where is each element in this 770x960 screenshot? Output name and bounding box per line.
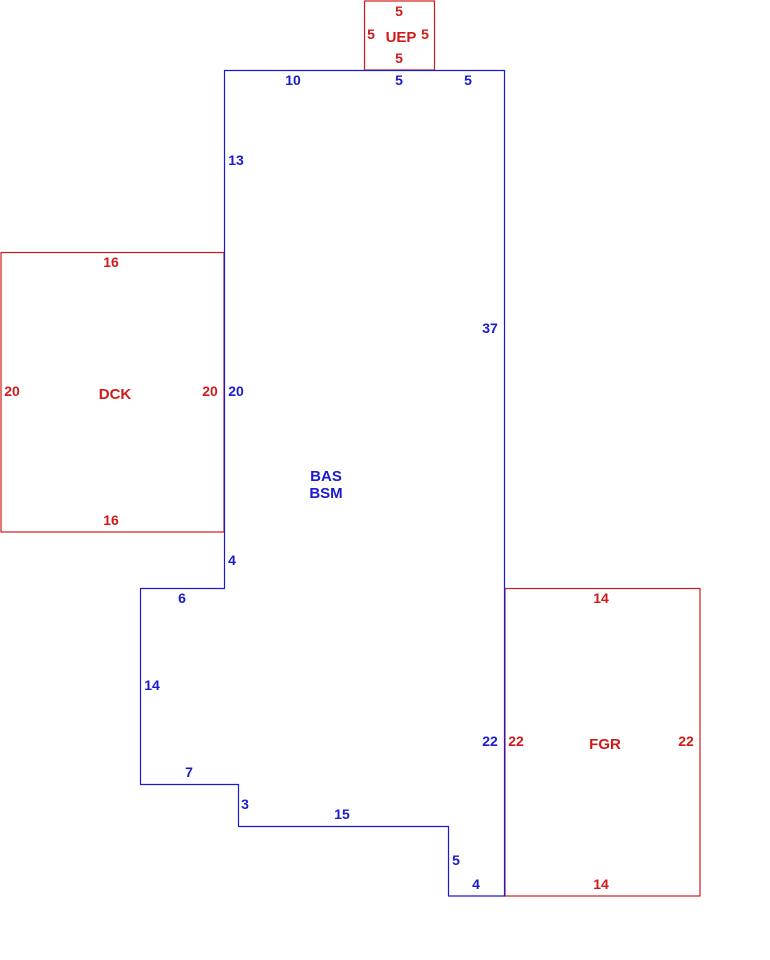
dck-bottom-dimension: 16 (103, 512, 119, 528)
main-left-middle-dimension: 20 (228, 383, 244, 399)
fgr-bottom-dimension: 14 (593, 876, 609, 892)
main-top-left-dimension: 10 (285, 72, 301, 88)
main-bump-side-dimension: 14 (144, 677, 160, 693)
uep-top-dimension: 5 (395, 3, 403, 19)
dck-top-dimension: 16 (103, 254, 119, 270)
uep-left-dimension: 5 (367, 26, 375, 42)
dck-right-dimension: 20 (202, 383, 218, 399)
uep-right-dimension: 5 (421, 26, 429, 42)
main-bottom-dimension: 15 (334, 806, 350, 822)
main-structure-outline (139, 69, 506, 897)
dck-area-label: DCK (99, 386, 132, 403)
main-bump-bottom-dimension: 7 (185, 764, 193, 780)
uep-area-label: UEP (386, 29, 417, 46)
main-bottom-step-dimension: 5 (452, 852, 460, 868)
fgr-top-dimension: 14 (593, 590, 609, 606)
main-left-upper-dimension: 13 (228, 152, 244, 168)
main-right-dimension: 37 (482, 320, 498, 336)
fgr-right-dimension: 22 (678, 733, 694, 749)
main-left-step-dimension: 4 (228, 552, 236, 568)
dck-left-dimension: 20 (4, 383, 20, 399)
main-top-right-dimension: 5 (464, 72, 472, 88)
main-area-label-bas: BAS (310, 468, 342, 485)
main-area-label-bsm: BSM (309, 485, 342, 502)
fgr-left-dimension: 22 (508, 733, 524, 749)
main-right-lower-dimension: 22 (482, 733, 498, 749)
main-lower-step-dimension: 3 (241, 796, 249, 812)
main-top-middle-dimension: 5 (395, 72, 403, 88)
main-bump-top-dimension: 6 (178, 590, 186, 606)
fgr-area-label: FGR (589, 736, 621, 753)
main-bottom-right-dimension: 4 (472, 876, 480, 892)
uep-bottom-dimension: 5 (395, 50, 403, 66)
